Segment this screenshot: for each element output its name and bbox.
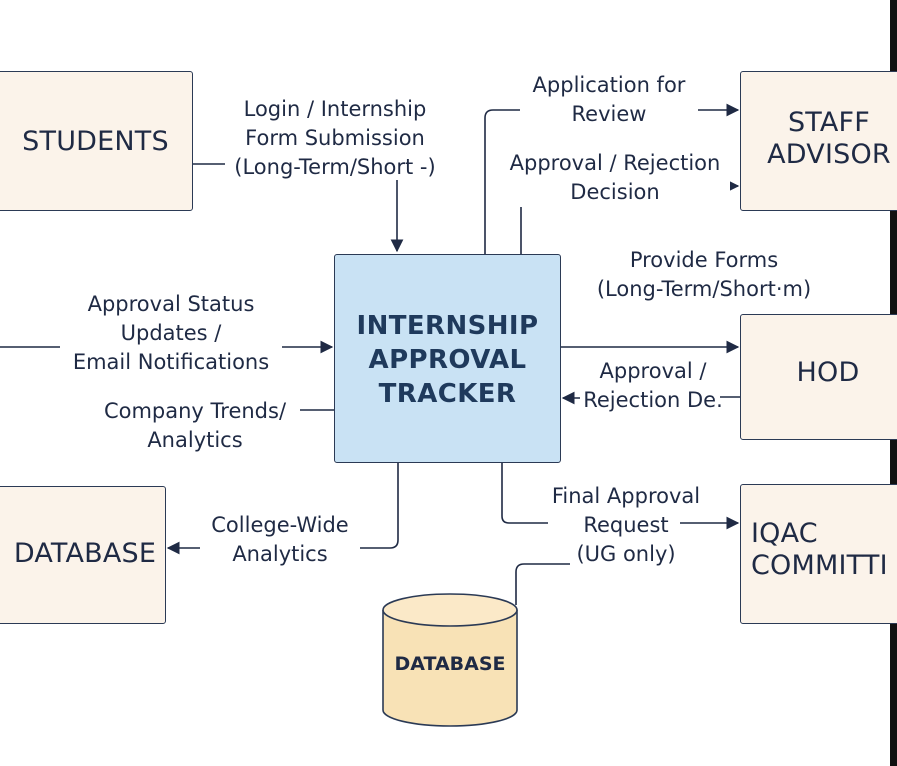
flow-hod-approval: Approval / Rejection De. (583, 359, 723, 412)
students-entity: STUDENTS (0, 71, 193, 211)
hod-label: HOD (796, 357, 860, 388)
process-label: INTERNSHIP APPROVAL TRACKER (356, 311, 539, 409)
flow-college-analytics: College-Wide Analytics (200, 511, 360, 569)
connector-datastore (515, 563, 570, 605)
datastore-label: DATABASE (394, 653, 506, 675)
iqac-entity: IQAC COMMITTI (740, 484, 897, 624)
flow-status-updates: Approval Status Updates / Email Notifica… (60, 290, 282, 377)
database-label: DATABASE (13, 538, 157, 569)
students-label: STUDENTS (22, 126, 169, 157)
staff-advisor-label: STAFF ADVISOR (767, 107, 891, 170)
internship-approval-tracker-process: INTERNSHIP APPROVAL TRACKER (334, 254, 561, 463)
iqac-label: IQAC COMMITTI (751, 518, 888, 581)
flow-final-approval: Final Approval Request (UG only) (551, 484, 701, 566)
staff-advisor-entity: STAFF ADVISOR (740, 71, 897, 211)
flow-provide-forms: Provide Forms (Long-Term/Short·m) (590, 246, 818, 304)
flow-approval-rejection-decision: Approval / Rejection Decision (500, 149, 730, 207)
connector-final-approval (501, 463, 548, 524)
flow-login-submission: Login / Internship Form Submission (Long… (234, 97, 436, 179)
flow-application-review: Application for Review (520, 71, 698, 129)
datastore-cylinder (382, 593, 518, 727)
connector-application (484, 109, 540, 254)
connector-college-analytics (354, 463, 399, 549)
flow-company-trends: Company Trends/ Analytics (92, 397, 298, 455)
hod-entity: HOD (740, 314, 897, 440)
database-entity: DATABASE (0, 486, 166, 624)
